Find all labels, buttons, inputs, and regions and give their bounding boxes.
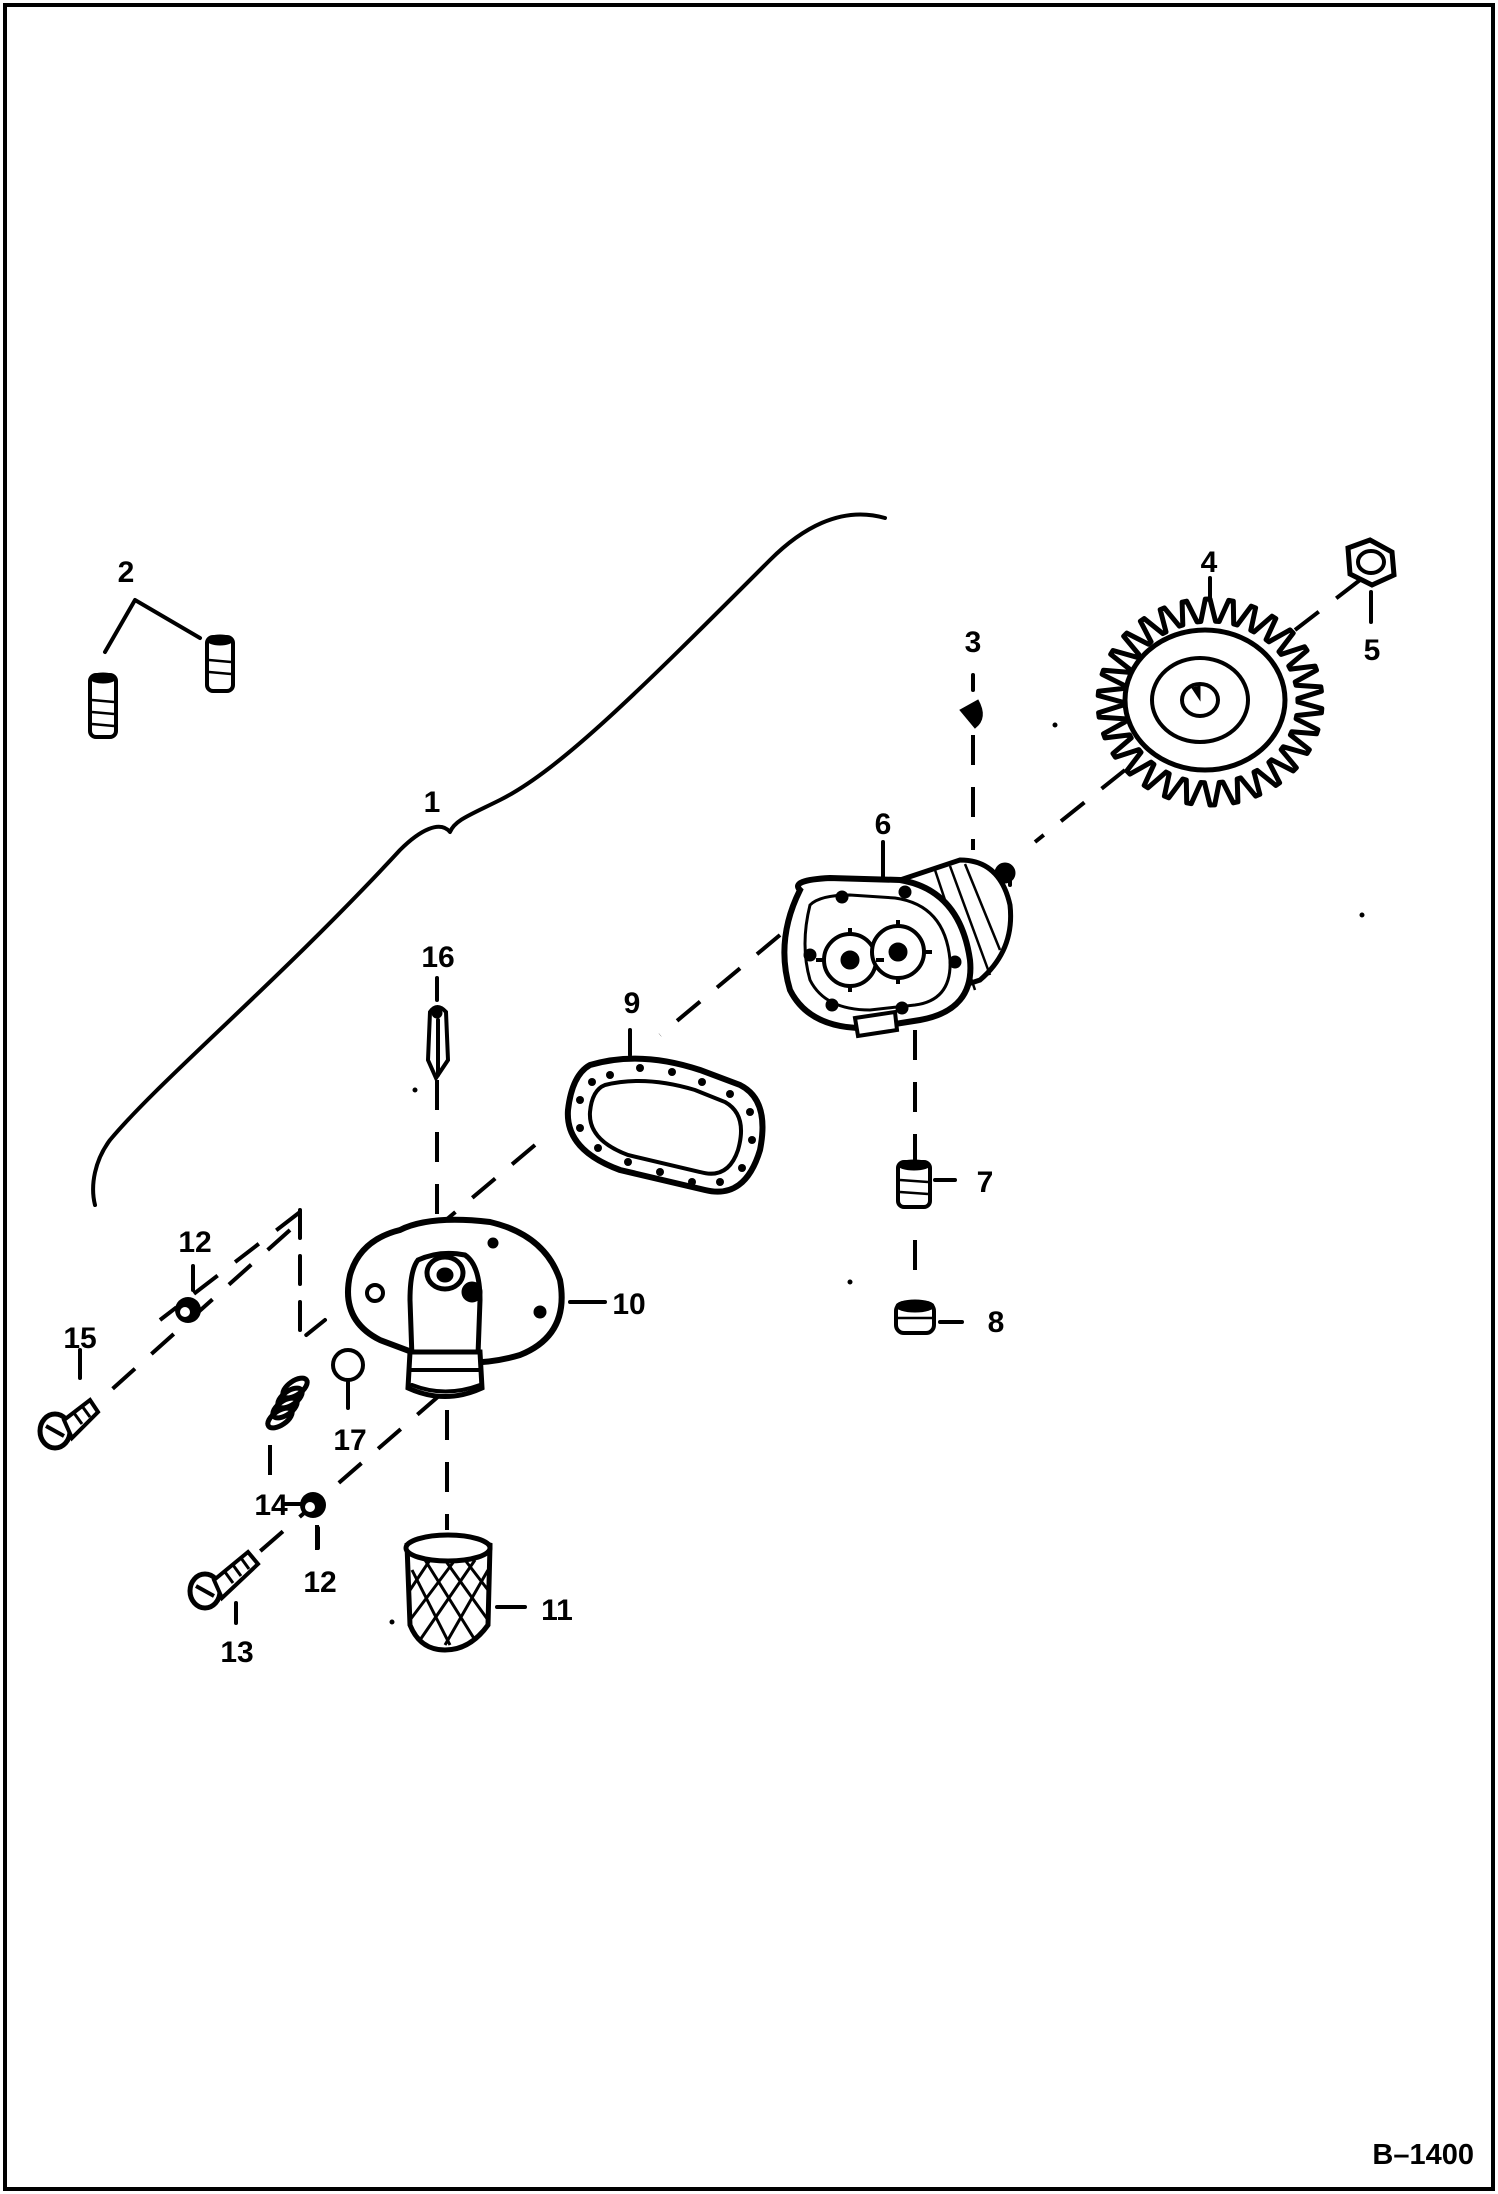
strainer-item-11 [403, 1532, 527, 1653]
gasket-dot [748, 1136, 756, 1144]
woodruff-key [959, 699, 983, 729]
gear-hub-outer [1122, 627, 1288, 773]
gasket-dot [746, 1108, 754, 1116]
gasket-dot [716, 1178, 724, 1186]
callout-17: 17 [333, 1424, 366, 1457]
pump-gear-cavity [803, 893, 952, 1012]
callout-10: 10 [612, 1288, 645, 1321]
axis-nut-to-gear [1293, 578, 1362, 632]
gasket-dot [606, 1071, 614, 1079]
axis-cover-to-screw13 [248, 1393, 442, 1562]
axis-gasket-to-cover [438, 1143, 537, 1227]
gasket-dot [594, 1144, 602, 1152]
dowel-pin-left-top [89, 672, 117, 684]
gasket-dot [688, 1178, 696, 1186]
pump-shaft-end [994, 862, 1016, 884]
nut-item-5 [1345, 537, 1397, 624]
lock-washer-item-12-upper [175, 1264, 201, 1323]
gasket-inner [587, 1079, 743, 1176]
callout-5: 5 [1364, 634, 1381, 667]
check-ball [331, 1348, 365, 1382]
dowel-pin-right-top [206, 634, 234, 646]
spring-item-14 [265, 1375, 310, 1506]
print-specks [389, 722, 1365, 1625]
nut-body [1345, 537, 1397, 588]
dowel-pin-left [88, 673, 118, 739]
gasket-dot [624, 1158, 632, 1166]
screw-item-13 [187, 1549, 261, 1625]
dowel-pins-item-2 [88, 598, 235, 739]
gear-bore [1180, 682, 1220, 718]
callout-13: 13 [220, 1636, 253, 1669]
callout-7: 7 [977, 1166, 994, 1199]
woodruff-key-item-3 [959, 673, 983, 729]
pump-cover-item-10 [345, 1216, 607, 1399]
callout-11: 11 [541, 1594, 573, 1627]
callout-12-upper: 12 [178, 1226, 211, 1259]
callout-14: 14 [254, 1489, 288, 1522]
page-border [3, 3, 1495, 2191]
pump-body-item-6 [781, 840, 1016, 1039]
lock-washer-item-12-lower [300, 1492, 326, 1550]
callout-15: 15 [63, 1322, 96, 1355]
gasket-dot [698, 1078, 706, 1086]
gasket-item-9 [564, 1028, 766, 1195]
pin-item-7 [896, 1159, 957, 1209]
axis-gear-to-pump [1033, 768, 1127, 844]
callout-4: 4 [1201, 546, 1218, 579]
gasket-texture [576, 1064, 756, 1186]
screw-item-15 [37, 1348, 101, 1451]
callout-8: 8 [988, 1306, 1005, 1339]
gasket-dot [636, 1064, 644, 1072]
axis-offset-zigzag [298, 1208, 327, 1342]
drive-gear-item-4 [1095, 576, 1325, 808]
callout-12-lower: 12 [303, 1566, 336, 1599]
callout-labels: 1 2 3 4 5 6 7 8 9 10 11 12 12 13 14 15 1… [63, 546, 1380, 1669]
callout-6: 6 [875, 808, 892, 841]
callout-1: 1 [424, 786, 441, 819]
figure-id: B–1400 [1372, 2139, 1474, 2171]
nut-bore [1356, 549, 1386, 575]
assembly-bracket [91, 512, 887, 1207]
callout-9: 9 [624, 987, 641, 1020]
plug-item-8 [894, 1299, 964, 1335]
gasket-dot [588, 1078, 596, 1086]
cover-spigot [405, 1349, 485, 1399]
leader-2 [103, 598, 202, 654]
gasket-dot [668, 1068, 676, 1076]
ball-item-17 [331, 1348, 365, 1410]
cotter-pin-item-16 [425, 976, 451, 1083]
gasket-dot [738, 1164, 746, 1172]
gasket-dot [576, 1124, 584, 1132]
axis-pump-to-gasket [658, 933, 782, 1037]
gasket-dot [726, 1090, 734, 1098]
callout-2: 2 [118, 556, 135, 589]
callout-3: 3 [965, 626, 982, 659]
gasket-outer [564, 1055, 766, 1195]
gasket-dot [576, 1096, 584, 1104]
axis-offset-upper [158, 1210, 302, 1322]
gear-hub-inner [1150, 656, 1250, 744]
callout-16: 16 [421, 941, 454, 974]
gasket-dot [656, 1168, 664, 1176]
